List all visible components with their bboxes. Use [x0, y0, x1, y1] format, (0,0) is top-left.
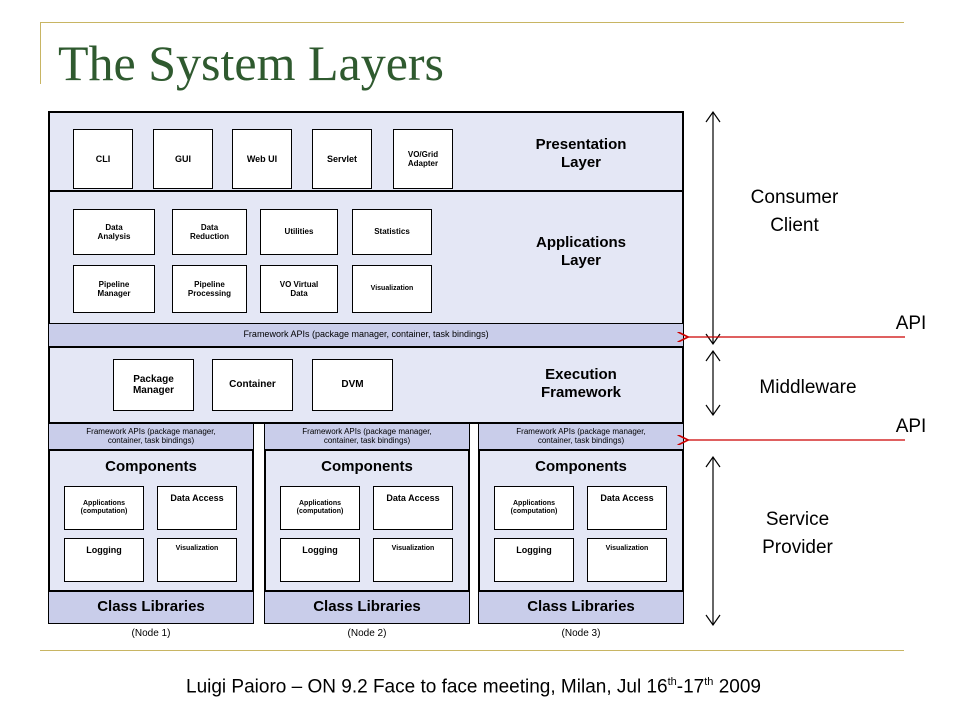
- node-1-visualization-box: Visualization: [157, 538, 237, 582]
- dvm-box: DVM: [312, 359, 393, 411]
- node-1-label: (Node 1): [131, 628, 171, 639]
- left-accent-line: [40, 22, 41, 84]
- middleware-label: Middleware: [759, 377, 857, 398]
- node-2-visualization-box: Visualization: [373, 538, 453, 582]
- node-1-applications-box: Applications (computation): [64, 486, 144, 530]
- node-3-applications-box: Applications (computation): [494, 486, 574, 530]
- middleware-span-arrow: [705, 349, 721, 417]
- node-1-class-libraries: Class Libraries: [48, 591, 254, 624]
- service-provider-label: Service Provider: [762, 509, 833, 558]
- gui-box: GUI: [153, 129, 213, 189]
- node-2-data-access-box: Data Access: [373, 486, 453, 530]
- api-label-2: API: [895, 416, 927, 437]
- footer-sup-1: th: [667, 676, 677, 688]
- package-manager-box: Package Manager: [113, 359, 194, 411]
- consumer-span-arrow: [705, 110, 721, 346]
- vo-virtual-data-box: VO Virtual Data: [260, 265, 338, 313]
- node-1-logging-box: Logging: [64, 538, 144, 582]
- visualization-box: Visualization: [352, 265, 432, 313]
- consumer-client-label: Consumer Client: [750, 187, 839, 236]
- footer-sup-2: th: [704, 676, 714, 688]
- node-2-components-title: Components: [321, 458, 413, 475]
- framework-apis-band: Framework APIs (package manager, contain…: [48, 323, 684, 347]
- presentation-layer-title: Presentation Layer: [535, 136, 627, 171]
- api-label-1: API: [895, 313, 927, 334]
- footer-prefix: Luigi Paioro – ON 9.2 Face to face meeti…: [186, 676, 668, 698]
- slide-title: The System Layers: [58, 35, 445, 91]
- footer-suffix: 2009: [713, 676, 761, 698]
- footer-credit: Luigi Paioro – ON 9.2 Face to face meeti…: [186, 676, 761, 698]
- applications-layer-title: Applications Layer: [535, 234, 626, 269]
- node-3-data-access-box: Data Access: [587, 486, 667, 530]
- data-analysis-box: Data Analysis: [73, 209, 155, 255]
- node-3-logging-box: Logging: [494, 538, 574, 582]
- node-2-class-libraries: Class Libraries: [264, 591, 470, 624]
- node-2-applications-box: Applications (computation): [280, 486, 360, 530]
- service-span-arrow: [705, 455, 721, 627]
- container-box: Container: [212, 359, 293, 411]
- cli-box: CLI: [73, 129, 133, 189]
- vo-grid-adapter-box: VO/Grid Adapter: [393, 129, 453, 189]
- statistics-box: Statistics: [352, 209, 432, 255]
- node-1-components-title: Components: [105, 458, 197, 475]
- top-accent-line: [40, 22, 904, 23]
- footer-mid: -17: [676, 676, 705, 698]
- node-1-framework-apis: Framework APIs (package manager, contain…: [48, 423, 254, 451]
- node-3-visualization-box: Visualization: [587, 538, 667, 582]
- pipeline-processing-box: Pipeline Processing: [172, 265, 247, 313]
- node-2-framework-apis: Framework APIs (package manager, contain…: [264, 423, 470, 451]
- utilities-box: Utilities: [260, 209, 338, 255]
- execution-framework-title: Execution Framework: [540, 366, 622, 401]
- node-2-label: (Node 2): [347, 628, 387, 639]
- node-3-class-libraries: Class Libraries: [478, 591, 684, 624]
- node-3-components-title: Components: [535, 458, 627, 475]
- servlet-box: Servlet: [312, 129, 372, 189]
- node-2-logging-box: Logging: [280, 538, 360, 582]
- bottom-accent-line: [40, 650, 904, 651]
- node-1-data-access-box: Data Access: [157, 486, 237, 530]
- pipeline-manager-box: Pipeline Manager: [73, 265, 155, 313]
- node-3-label: (Node 3): [561, 628, 601, 639]
- data-reduction-box: Data Reduction: [172, 209, 247, 255]
- web-ui-box: Web UI: [232, 129, 292, 189]
